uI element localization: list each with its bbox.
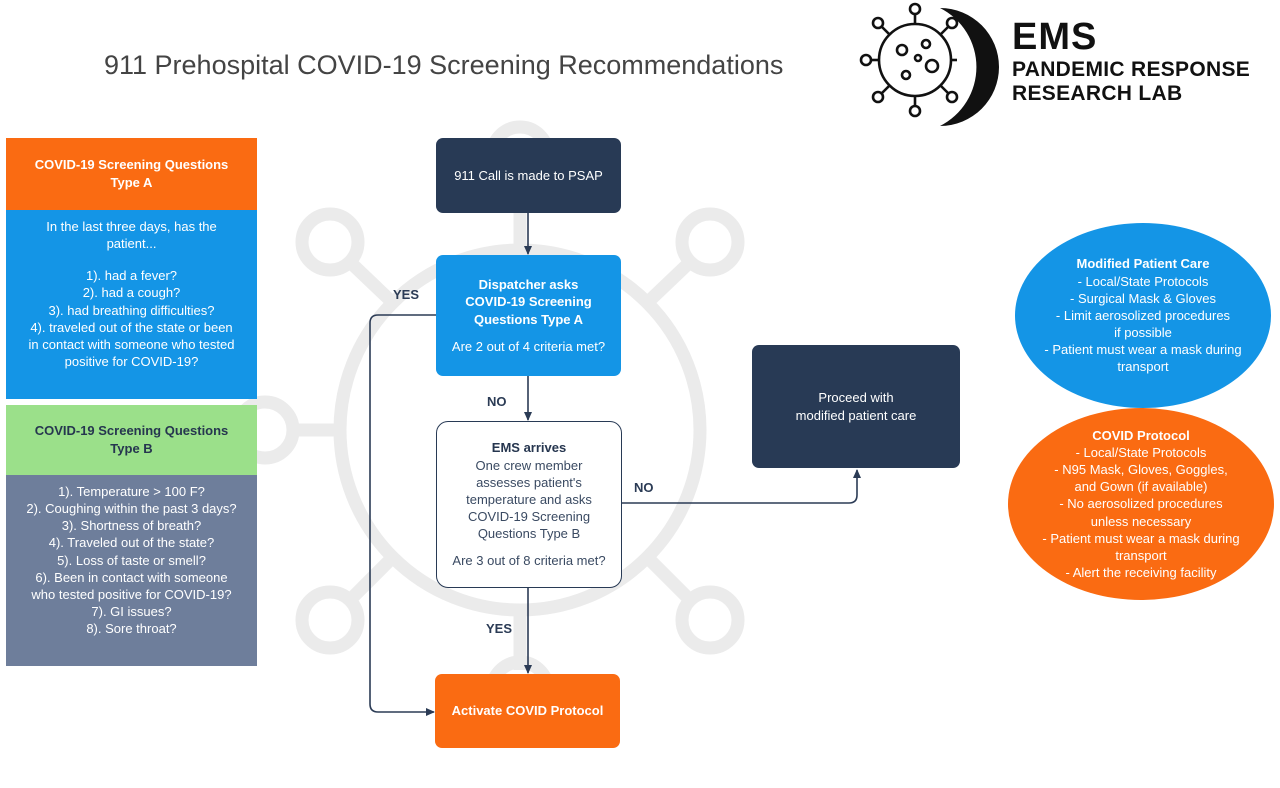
type-b-line: 5). Loss of taste or smell?: [57, 552, 206, 568]
type-a-panel: COVID-19 Screening Questions Type A In t…: [6, 138, 257, 399]
logo-text: EMS PANDEMIC RESPONSE RESEARCH LAB: [1012, 18, 1250, 104]
label-yes-bottom: YES: [486, 621, 513, 636]
activate-text: Activate COVID Protocol: [451, 703, 604, 719]
type-b-line: 1). Temperature > 100 F?: [58, 484, 205, 499]
covid-protocol-line: unless necessary: [1090, 513, 1192, 529]
dispatcher-question: Are 2 out of 4 criteria met?: [451, 338, 606, 354]
logo-ems: EMS: [1012, 16, 1098, 58]
ems-line: assesses patient's: [476, 474, 582, 490]
type-b-body: 1). Temperature > 100 F? 2). Coughing wi…: [6, 475, 257, 666]
covid-protocol-line: - N95 Mask, Gloves, Goggles,: [1054, 462, 1228, 478]
type-a-heading-line2: Type A: [110, 175, 153, 190]
modified-care-line: - Limit aerosolized procedures: [1055, 307, 1231, 323]
node-911-call-text: 911 Call is made to PSAP: [454, 167, 603, 183]
node-activate-protocol: Activate COVID Protocol: [435, 674, 620, 748]
connector-yes-to-activate: [369, 314, 436, 716]
type-a-line: 3). had breathing difficulties?: [48, 302, 215, 318]
node-proceed: Proceed with modified patient care: [752, 345, 960, 468]
type-a-line: In the last three days, has the: [46, 219, 217, 234]
proceed-line2: modified patient care: [795, 407, 917, 423]
type-b-heading-line1: COVID-19 Screening Questions: [34, 423, 229, 439]
label-no-right: NO: [634, 480, 654, 495]
dispatcher-line: COVID-19 Screening: [465, 294, 592, 310]
type-a-line: 1). had a fever?: [85, 268, 178, 284]
type-b-heading-line2: Type B: [110, 441, 153, 456]
proceed-line1: Proceed with: [818, 390, 894, 406]
logo-virus-icon: [859, 2, 959, 118]
ems-line: One crew member: [475, 457, 583, 473]
ems-line: Questions Type B: [477, 526, 581, 542]
covid-protocol-line: transport: [1115, 547, 1167, 563]
type-b-line: 2). Coughing within the past 3 days?: [26, 501, 237, 517]
flow-connectors: [369, 213, 861, 716]
covid-protocol-line: - Alert the receiving facility: [1065, 565, 1217, 581]
covid-protocol-oval: COVID Protocol - Local/State Protocols -…: [1008, 408, 1274, 600]
type-b-line: 8). Sore throat?: [86, 621, 177, 637]
modified-care-line: - Surgical Mask & Gloves: [1070, 290, 1216, 306]
modified-care-oval: Modified Patient Care - Local/State Prot…: [1015, 223, 1271, 408]
page-title: 911 Prehospital COVID-19 Screening Recom…: [104, 50, 784, 80]
covid-protocol-line: - No aerosolized procedures: [1059, 496, 1223, 512]
covid-protocol-line: - Local/State Protocols: [1075, 444, 1207, 460]
type-a-line: positive for COVID-19?: [64, 354, 199, 370]
type-b-heading: COVID-19 Screening Questions Type B: [6, 405, 257, 475]
connector-no-to-proceed: [622, 469, 861, 504]
ems-question: Are 3 out of 8 criteria met?: [452, 553, 606, 569]
type-b-line: who tested positive for COVID-19?: [31, 586, 232, 602]
node-dispatcher: Dispatcher asks COVID-19 Screening Quest…: [436, 255, 621, 376]
ems-line: temperature and asks: [466, 491, 592, 507]
ems-line: COVID-19 Screening: [467, 509, 591, 525]
node-911-call: 911 Call is made to PSAP: [436, 138, 621, 213]
covid-protocol-line: - Patient must wear a mask during: [1042, 530, 1240, 546]
type-a-heading: COVID-19 Screening Questions Type A: [6, 138, 257, 210]
label-no-mid: NO: [487, 394, 507, 409]
label-yes-top: YES: [393, 287, 420, 302]
type-a-line: in contact with someone who tested: [28, 336, 235, 352]
type-a-body: In the last three days, has the patient.…: [6, 210, 257, 399]
type-b-panel: COVID-19 Screening Questions Type B 1). …: [6, 405, 257, 666]
covid-protocol-heading: COVID Protocol: [1092, 427, 1190, 443]
modified-care-heading: Modified Patient Care: [1076, 256, 1210, 272]
type-a-line: 4). traveled out of the state or been: [30, 319, 233, 335]
modified-care-line: transport: [1117, 359, 1169, 375]
type-b-line: 7). GI issues?: [91, 604, 172, 620]
type-b-line: 3). Shortness of breath?: [61, 518, 202, 534]
type-a-spacer: [12, 252, 251, 267]
type-b-line: 4). Traveled out of the state?: [48, 535, 215, 551]
modified-care-line: if possible: [1114, 325, 1172, 341]
logo-crescent-icon: [940, 8, 999, 126]
ems-heading: EMS arrives: [491, 440, 567, 456]
node-ems-arrives: EMS arrives One crew member assesses pat…: [436, 421, 622, 588]
type-a-line: patient...: [106, 236, 157, 252]
type-a-heading-line1: COVID-19 Screening Questions: [34, 157, 229, 173]
dispatcher-line: Dispatcher asks: [478, 277, 579, 293]
modified-care-line: - Local/State Protocols: [1077, 273, 1209, 289]
type-b-line: 6). Been in contact with someone: [35, 569, 228, 585]
modified-care-line: - Patient must wear a mask during: [1044, 342, 1242, 358]
logo-line-2: PANDEMIC RESPONSE: [1012, 58, 1251, 81]
dispatcher-line: Questions Type A: [473, 311, 584, 327]
logo-line-3: RESEARCH LAB: [1012, 82, 1183, 105]
type-a-line: 2). had a cough?: [82, 285, 181, 301]
covid-protocol-line: and Gown (if available): [1074, 479, 1208, 495]
